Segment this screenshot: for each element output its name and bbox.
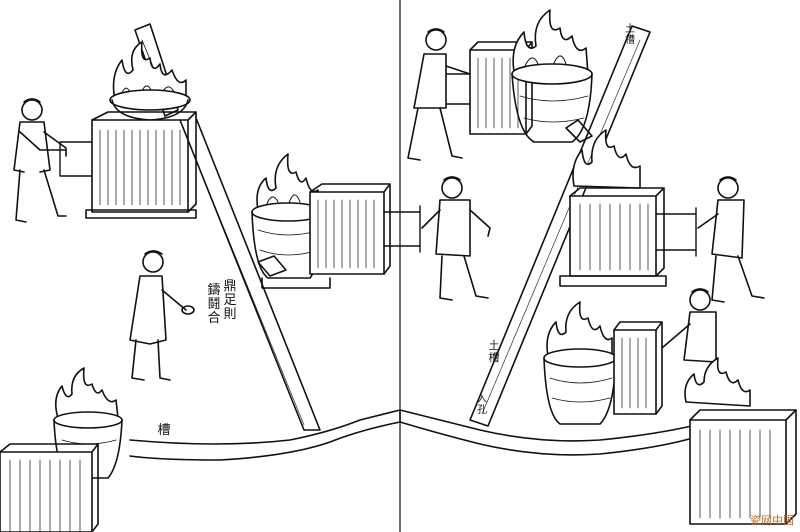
fire-flames-2 [256, 153, 319, 213]
bellows-box-middle-left [309, 183, 421, 275]
worker-center-right [421, 176, 491, 301]
annotation-column-2: 鑄鬪合 [207, 283, 221, 326]
bellows-box-top-left [85, 111, 197, 219]
fire-flames-1 [112, 41, 187, 101]
trough-label-right-top: 土槽 [625, 24, 635, 46]
fire-flames-3 [54, 367, 119, 419]
trough-left-horizontal [129, 409, 401, 461]
fire-flames-5 [572, 129, 641, 189]
bellows-box-bottom-left [0, 443, 99, 532]
trough-right-horizontal [399, 409, 701, 456]
bellows-box-bottom-middle-right [613, 321, 663, 415]
worker-top-right [407, 28, 471, 161]
trough-label-right-bottom: 入孔 [477, 394, 487, 416]
furnace-top-right [511, 9, 593, 143]
spout-middle-left [257, 255, 287, 277]
bellows-box-middle-right [559, 187, 697, 287]
furnace-middle-left [251, 153, 331, 289]
watermark-logo: 瓷网中国 [750, 514, 794, 527]
furnace-top-left [109, 41, 191, 121]
worker-bottom-right [661, 288, 717, 363]
furnace-bottom-left [53, 367, 123, 479]
worker-middle-right [697, 176, 765, 303]
bellows-box-bottom-right [689, 409, 797, 525]
fire-flames-6 [546, 301, 613, 359]
worker-middle-left [129, 250, 195, 381]
worker-top-left [13, 98, 93, 223]
trough-label-left: 槽 [157, 423, 171, 438]
furnace-middle-right [565, 119, 641, 189]
annotation-column-1: 鼎足則 [223, 279, 237, 322]
trough-label-right-middle: 土槽 [488, 339, 500, 364]
trough-right-diagonal [469, 25, 651, 427]
fire-flames-7 [684, 357, 751, 407]
trough-left-diagonal [179, 117, 321, 431]
furnace-bottom-middle-right [543, 301, 617, 425]
furnace-bottom-right [684, 357, 751, 407]
